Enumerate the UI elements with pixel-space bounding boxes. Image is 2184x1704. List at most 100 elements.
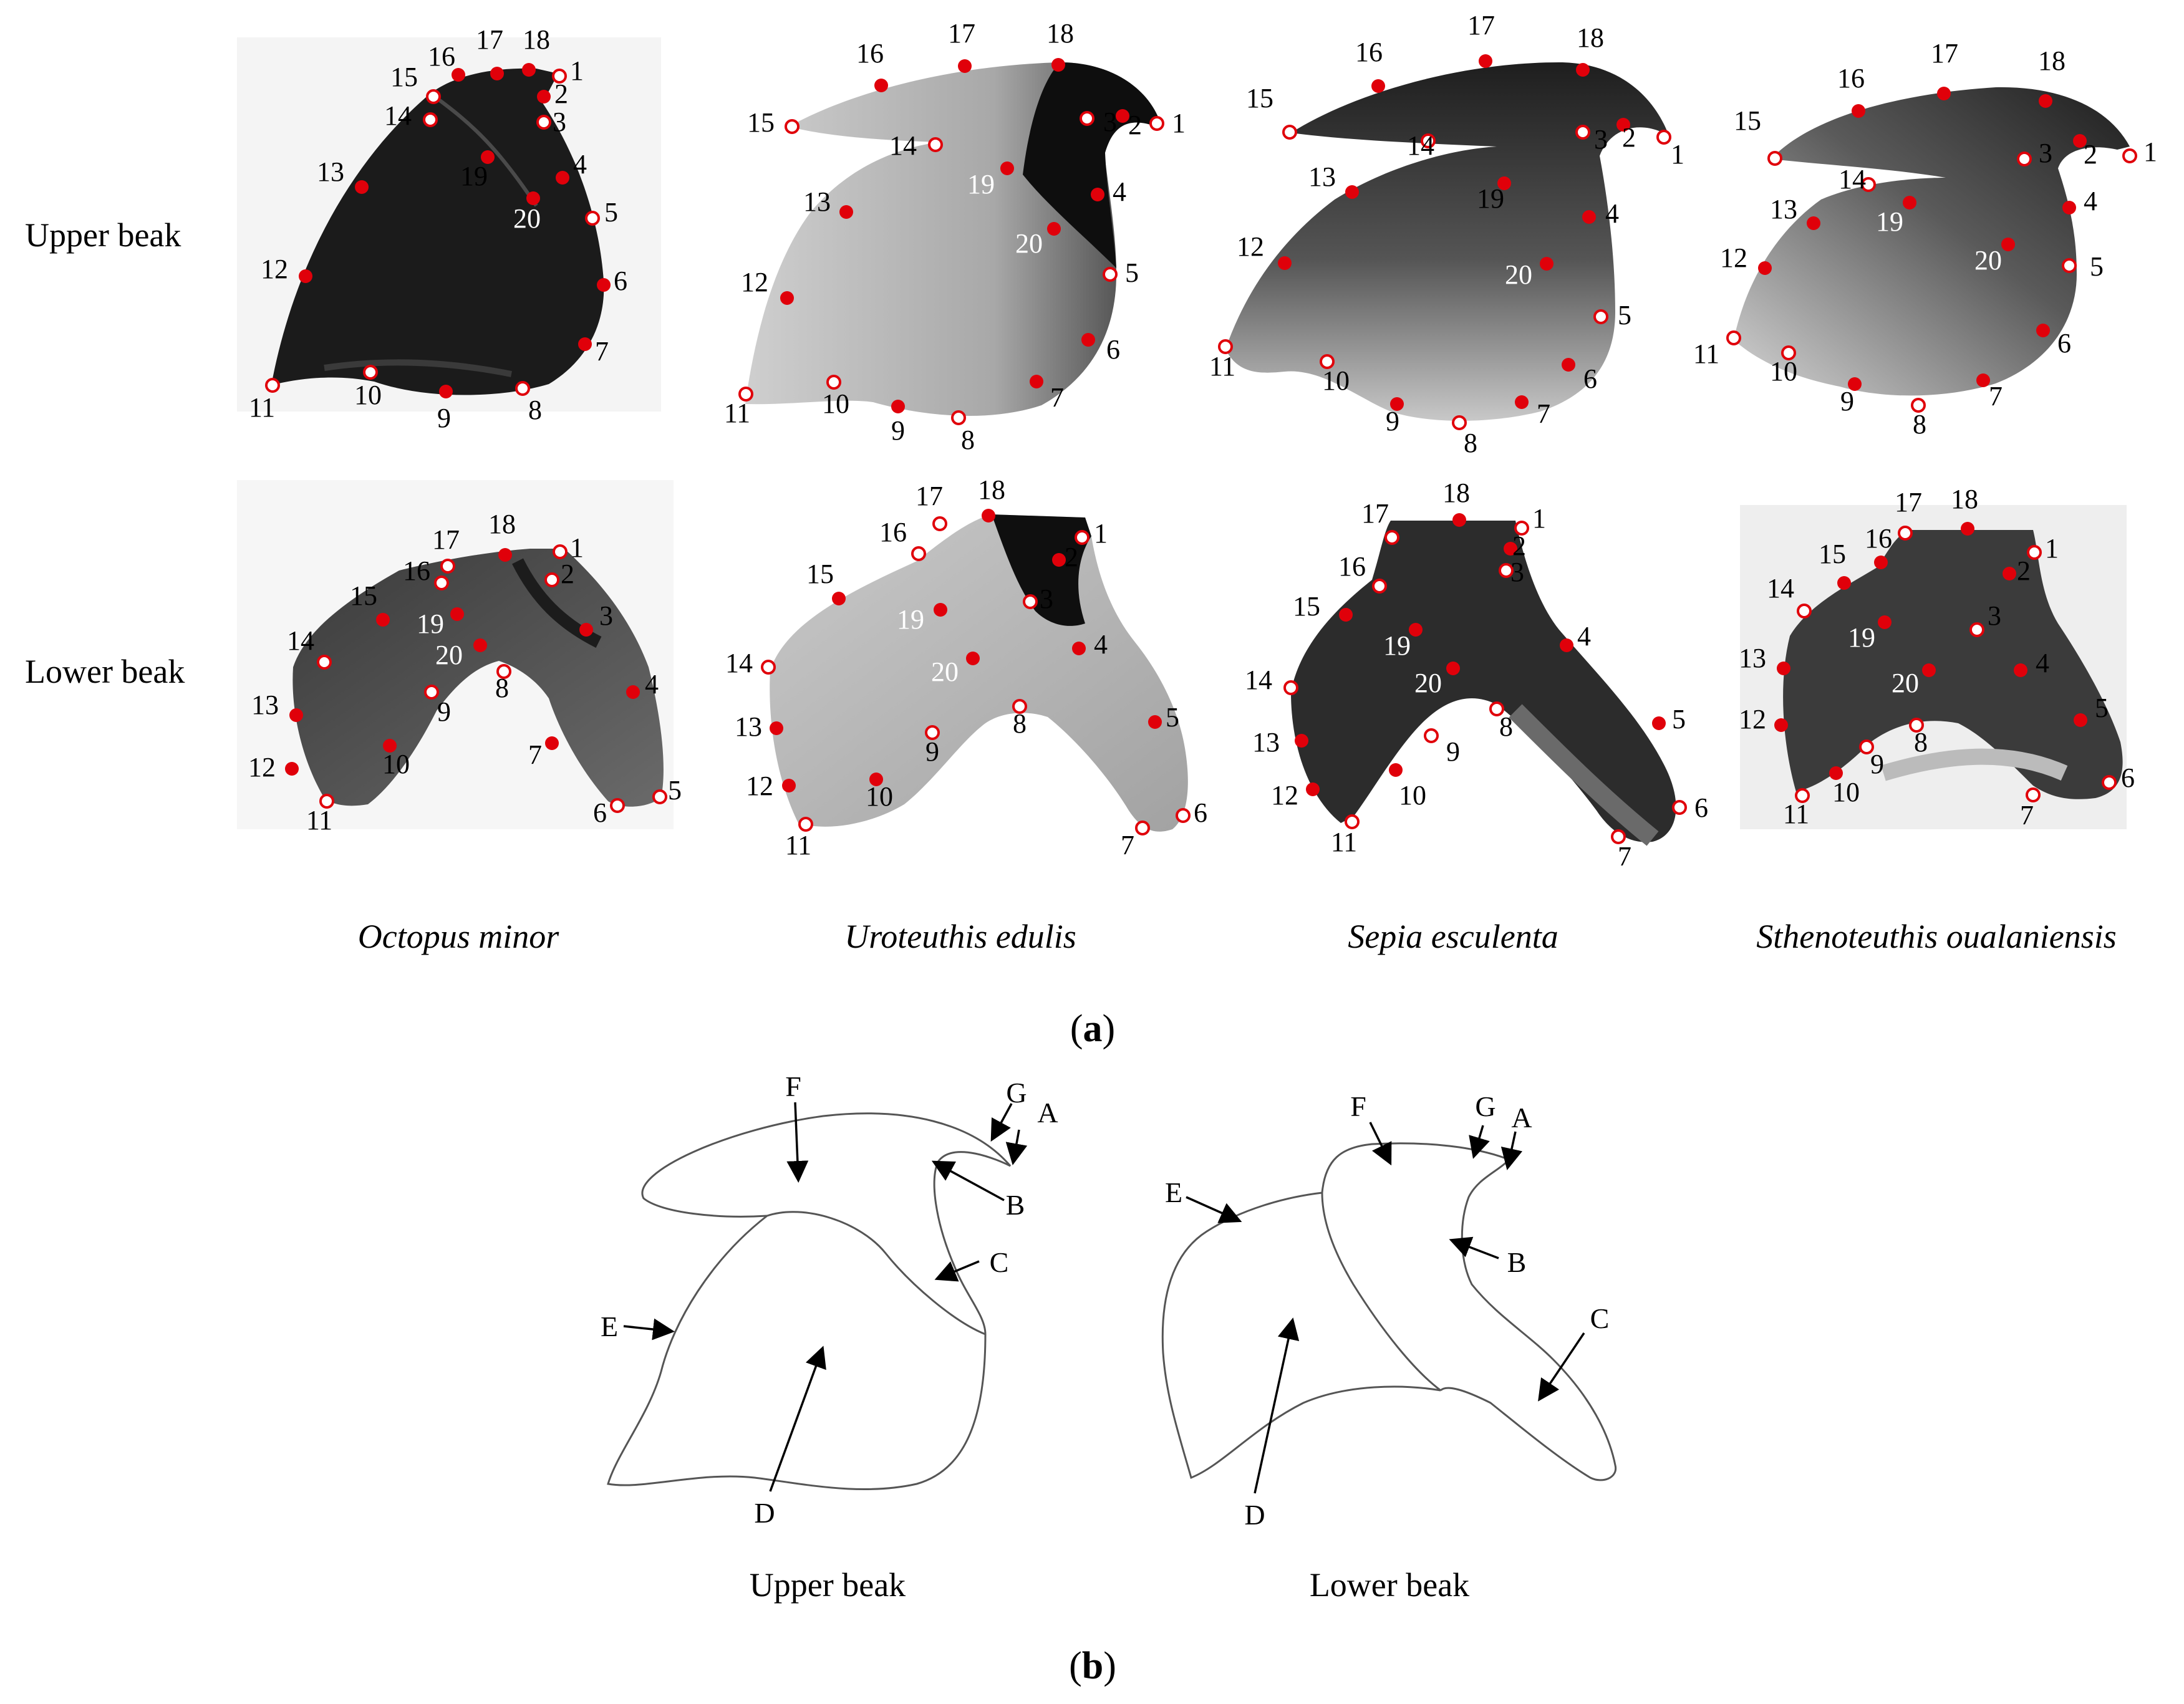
landmark-number-7: 7 — [1989, 381, 2003, 412]
landmark-number-1: 1 — [570, 532, 584, 563]
landmark-number-14: 14 — [725, 648, 753, 678]
landmark-number-18: 18 — [1577, 22, 1604, 53]
landmark-point-6 — [1176, 808, 1191, 823]
landmark-number-15: 15 — [747, 107, 775, 138]
landmark-point-12 — [1774, 718, 1788, 732]
landmark-point-16 — [911, 546, 926, 561]
landmark-number-6: 6 — [1583, 363, 1597, 394]
landmark-point-15 — [376, 613, 390, 627]
landmark-point-20 — [2001, 238, 2015, 251]
landmark-number-13: 13 — [1308, 161, 1336, 192]
arrow-upper-C — [934, 1260, 980, 1282]
landmark-number-18: 18 — [1951, 484, 1978, 514]
landmark-point-10 — [1829, 766, 1843, 780]
landmark-point-4 — [1560, 638, 1573, 652]
landmark-point-17 — [958, 59, 972, 73]
landmark-number-6: 6 — [1694, 792, 1708, 823]
landmark-point-15 — [426, 89, 441, 104]
landmark-number-19: 19 — [417, 609, 444, 639]
landmark-point-18 — [1576, 63, 1590, 77]
landmark-point-5 — [1148, 715, 1162, 729]
landmark-point-11 — [1345, 814, 1360, 829]
landmark-point-18 — [1961, 522, 1974, 536]
landmark-point-15 — [1837, 576, 1851, 590]
landmark-point-13 — [770, 721, 783, 735]
landmark-point-6 — [1672, 800, 1687, 815]
landmark-point-9 — [891, 400, 905, 413]
letter-lower-D: D — [1244, 1499, 1265, 1531]
landmark-point-9 — [439, 385, 453, 398]
arrow-upper-A — [1005, 1129, 1028, 1165]
landmark-number-8: 8 — [1013, 708, 1027, 739]
landmark-number-18: 18 — [523, 24, 550, 55]
landmark-point-19 — [1409, 623, 1423, 637]
landmark-point-14 — [928, 137, 943, 152]
landmark-number-8: 8 — [1914, 727, 1928, 758]
landmark-point-8 — [1909, 718, 1924, 733]
landmark-number-15: 15 — [1819, 539, 1846, 569]
landmark-number-1: 1 — [1094, 518, 1108, 549]
landmark-number-6: 6 — [2121, 763, 2135, 793]
landmark-point-7 — [578, 337, 592, 351]
landmark-number-4: 4 — [1094, 629, 1108, 660]
landmark-point-3 — [1575, 125, 1590, 140]
landmark-point-17 — [1384, 530, 1399, 545]
landmark-point-8 — [1489, 701, 1504, 716]
jaw-angle-line — [429, 92, 538, 207]
landmark-point-16 — [874, 79, 888, 92]
landmark-point-12 — [1278, 256, 1292, 270]
landmark-point-9 — [1848, 377, 1862, 391]
landmark-number-14: 14 — [287, 625, 314, 656]
caption-lower-beak: Lower beak — [1310, 1566, 1469, 1604]
lower-beak-schematic-rostrum — [1321, 1142, 1617, 1481]
letter-upper-F: F — [785, 1071, 801, 1102]
landmark-point-20 — [1540, 257, 1553, 271]
landmark-point-13 — [1345, 185, 1359, 199]
light-edge — [1881, 748, 2068, 781]
landmark-number-5: 5 — [2090, 251, 2104, 282]
landmark-number-1: 1 — [570, 55, 584, 86]
landmark-number-1: 1 — [2045, 533, 2059, 564]
landmark-number-15: 15 — [1293, 591, 1320, 622]
landmark-number-10: 10 — [354, 380, 382, 410]
letter-lower-A: A — [1511, 1102, 1532, 1134]
landmark-number-14: 14 — [1767, 573, 1794, 604]
landmark-number-11: 11 — [724, 398, 750, 428]
landmark-point-1 — [1149, 116, 1164, 131]
arrow-lower-C — [1538, 1332, 1585, 1402]
landmark-number-5: 5 — [1672, 704, 1686, 734]
landmark-number-7: 7 — [528, 739, 542, 770]
landmark-point-3 — [1023, 594, 1038, 609]
landmark-point-12 — [1758, 261, 1772, 275]
landmark-number-9: 9 — [1870, 749, 1884, 779]
landmark-point-11 — [1218, 339, 1233, 354]
landmark-point-16 — [1852, 104, 1865, 118]
landmark-number-11: 11 — [1693, 339, 1719, 369]
landmark-point-6 — [2036, 324, 2050, 337]
landmark-point-3 — [579, 623, 593, 637]
landmark-point-13 — [1807, 216, 1820, 230]
landmark-number-12: 12 — [1237, 231, 1264, 262]
landmark-point-17 — [1937, 87, 1951, 100]
landmark-number-1: 1 — [1671, 139, 1684, 170]
landmark-point-4 — [1072, 642, 1086, 655]
landmark-number-19: 19 — [1383, 630, 1411, 661]
landmark-number-7: 7 — [595, 336, 609, 367]
landmark-number-2: 2 — [554, 79, 568, 109]
landmark-point-2 — [2073, 134, 2087, 148]
letter-lower-C: C — [1590, 1302, 1610, 1334]
upper-beak-uroteuthis-edulis — [745, 62, 1160, 416]
landmark-point-12 — [782, 779, 796, 792]
letter-upper-C: C — [990, 1246, 1009, 1278]
landmark-point-11 — [265, 378, 280, 393]
landmark-point-4 — [1091, 188, 1104, 201]
landmark-number-18: 18 — [488, 509, 516, 539]
landmark-point-13 — [839, 205, 853, 219]
landmark-number-17: 17 — [476, 24, 503, 55]
beak-photo — [271, 68, 604, 395]
landmark-point-10 — [1320, 354, 1335, 369]
